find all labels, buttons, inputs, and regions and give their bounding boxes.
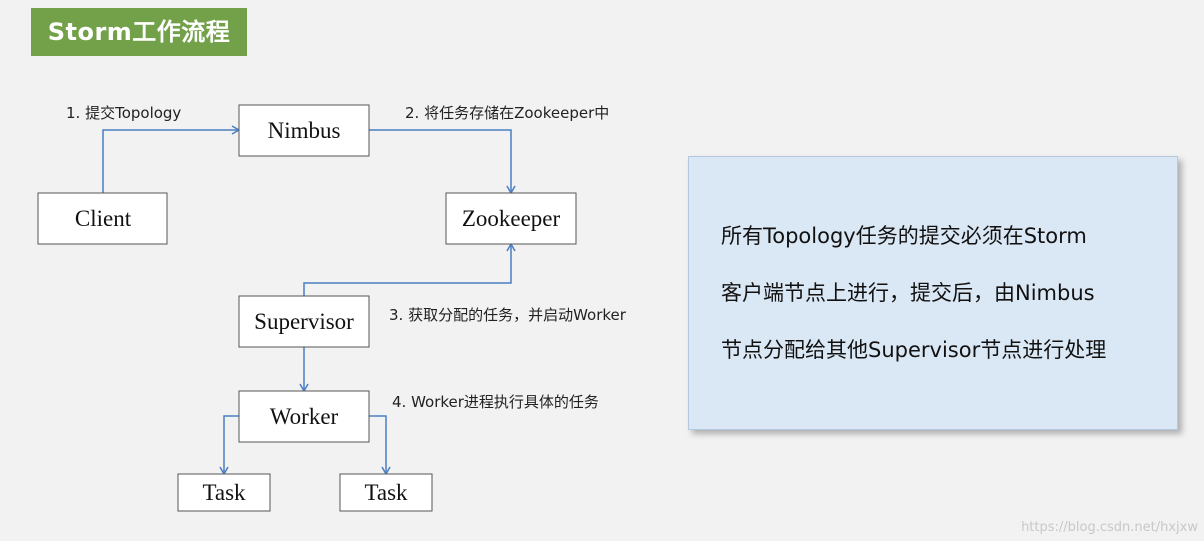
description-line-2: 客户端节点上进行，提交后，由Nimbus xyxy=(721,281,1095,305)
task-node-2: Task xyxy=(339,473,433,512)
nimbus-label: Nimbus xyxy=(268,118,341,143)
description-panel: 所有Topology任务的提交必须在Storm 客户端节点上进行，提交后，由Ni… xyxy=(688,156,1178,430)
task-label-2: Task xyxy=(364,480,408,505)
page-title: Storm工作流程 xyxy=(31,8,247,56)
worker-label: Worker xyxy=(270,404,339,429)
task-node-1: Task xyxy=(177,473,271,512)
description-line-1: 所有Topology任务的提交必须在Storm xyxy=(721,224,1087,248)
supervisor-node: Supervisor xyxy=(238,295,370,348)
nimbus-node: Nimbus xyxy=(238,104,370,157)
description-line-3: 节点分配给其他Supervisor节点进行处理 xyxy=(721,338,1107,362)
supervisor-label: Supervisor xyxy=(254,309,354,334)
step-4-label: 4. Worker进程执行具体的任务 xyxy=(392,393,599,411)
zookeeper-label: Zookeeper xyxy=(462,206,561,231)
client-to-nimbus-arrow xyxy=(102,125,241,193)
step-2-label: 2. 将任务存储在Zookeeper中 xyxy=(405,104,609,122)
step-3-label: 3. 获取分配的任务，并启动Worker xyxy=(389,306,627,324)
task-label-1: Task xyxy=(202,480,246,505)
client-node: Client xyxy=(37,192,168,245)
step-1-label: 1. 提交Topology xyxy=(66,104,181,122)
worker-node: Worker xyxy=(238,390,370,443)
supervisor-to-zookeeper-arrow xyxy=(303,242,516,296)
workflow-diagram: Nimbus Client Zookeeper Supervisor Worke… xyxy=(37,104,627,512)
worker-to-task2-arrow xyxy=(369,415,391,476)
zookeeper-node: Zookeeper xyxy=(445,192,577,245)
client-label: Client xyxy=(75,206,132,231)
nimbus-to-zookeeper-arrow xyxy=(369,129,516,195)
worker-to-task1-arrow xyxy=(219,415,239,476)
watermark: https://blog.csdn.net/hxjxw xyxy=(1021,520,1198,535)
